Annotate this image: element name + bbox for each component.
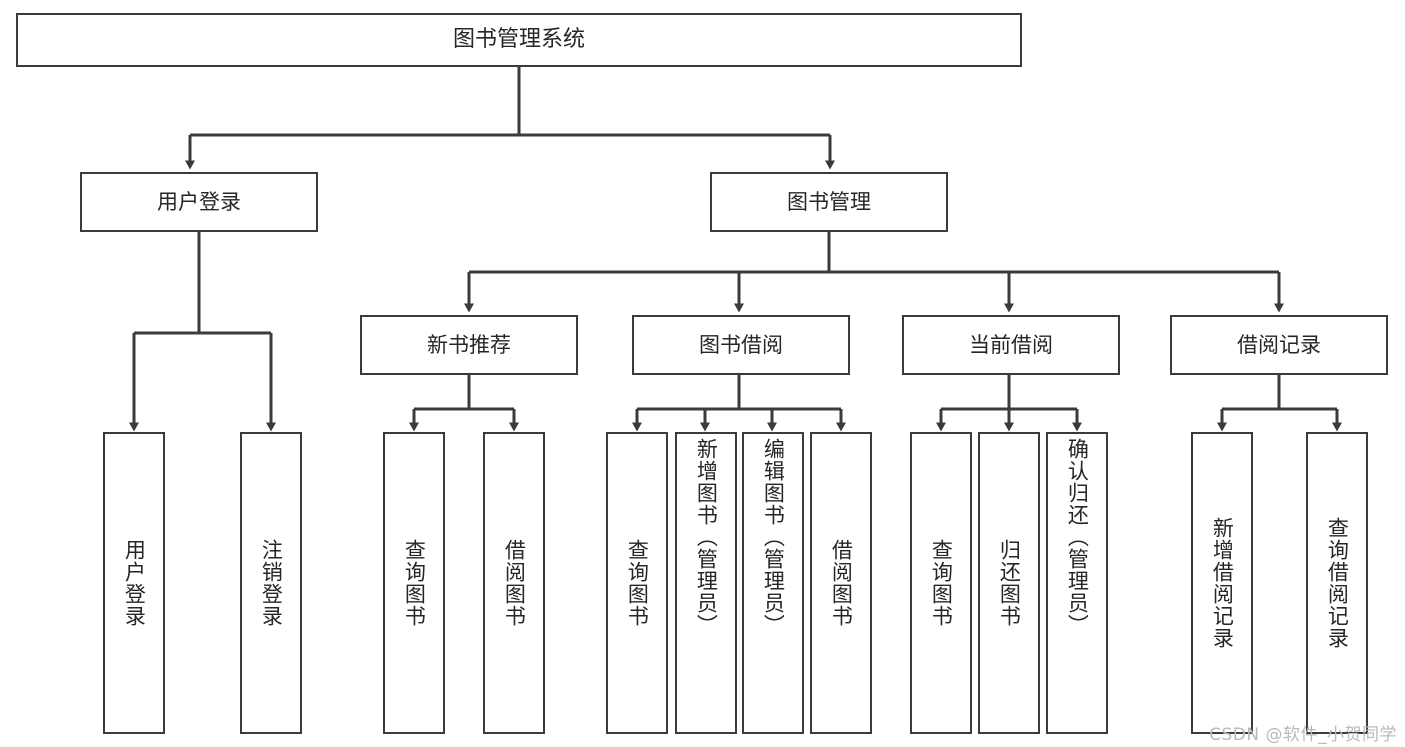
node-label: 确认归还（管理员） [1065,438,1090,636]
csdn-watermark: CSDN @软件_小贺同学 [1209,725,1397,745]
node-leaf-return-book[interactable]: 归还图书 [978,432,1040,734]
node-leaf-query-book-3[interactable]: 查询图书 [910,432,972,734]
node-label: 用户登录 [122,539,147,627]
node-leaf-query-book-2[interactable]: 查询图书 [606,432,668,734]
node-label: 借阅图书 [829,539,854,627]
node-label: 借阅记录 [1237,332,1321,357]
node-new-book-recommend[interactable]: 新书推荐 [360,315,578,375]
node-leaf-user-login[interactable]: 用户登录 [103,432,165,734]
node-label: 图书借阅 [699,332,783,357]
node-label: 新增借阅记录 [1210,517,1235,649]
node-label: 当前借阅 [969,332,1053,357]
node-current-borrow[interactable]: 当前借阅 [902,315,1120,375]
node-leaf-borrow-book-2[interactable]: 借阅图书 [810,432,872,734]
node-label: 图书管理系统 [452,27,585,53]
node-label: 查询图书 [929,539,954,627]
node-borrow-record[interactable]: 借阅记录 [1170,315,1388,375]
node-label: 查询借阅记录 [1325,517,1350,649]
node-label: 新书推荐 [427,332,511,357]
node-book-management[interactable]: 图书管理 [710,172,948,232]
node-label: 新增图书（管理员） [694,438,719,636]
node-label: 归还图书 [997,539,1022,627]
node-leaf-logout[interactable]: 注销登录 [240,432,302,734]
node-leaf-borrow-book-1[interactable]: 借阅图书 [483,432,545,734]
node-label: 图书管理 [787,189,871,214]
node-label: 编辑图书（管理员） [761,438,786,636]
node-leaf-query-record[interactable]: 查询借阅记录 [1306,432,1368,734]
node-label: 查询图书 [625,539,650,627]
node-leaf-confirm-return[interactable]: 确认归还（管理员） [1046,432,1108,734]
node-leaf-query-book-1[interactable]: 查询图书 [383,432,445,734]
node-label: 查询图书 [402,539,427,627]
node-leaf-add-book[interactable]: 新增图书（管理员） [675,432,737,734]
node-root-system[interactable]: 图书管理系统 [16,13,1022,67]
node-label: 借阅图书 [502,539,527,627]
node-user-login[interactable]: 用户登录 [80,172,318,232]
node-label: 注销登录 [259,539,284,627]
node-label: 用户登录 [157,189,241,214]
node-book-borrow[interactable]: 图书借阅 [632,315,850,375]
node-leaf-edit-book[interactable]: 编辑图书（管理员） [742,432,804,734]
node-leaf-add-record[interactable]: 新增借阅记录 [1191,432,1253,734]
